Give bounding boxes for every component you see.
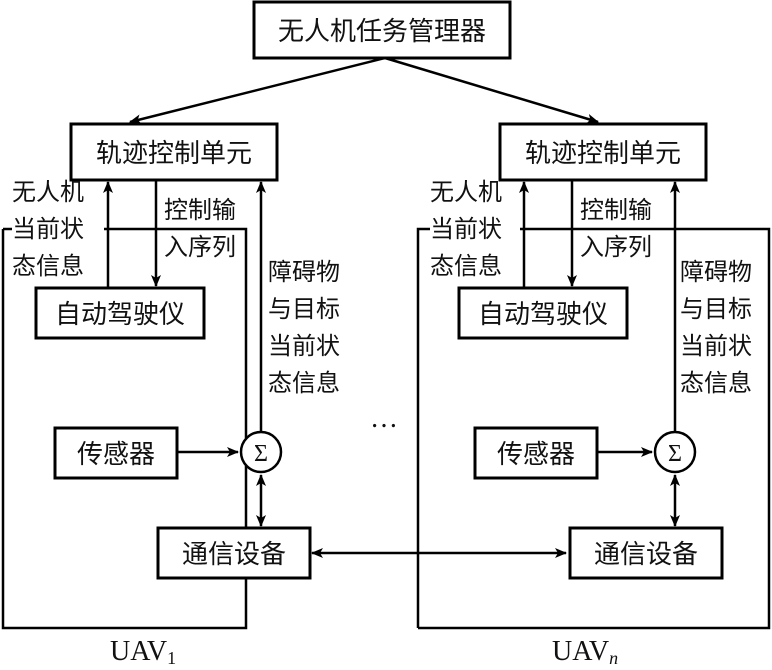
uav-n-sensor: [473, 426, 599, 480]
uav-1-control-label: 控制输 入序列: [164, 196, 236, 261]
uav-n-state-label-line3: 态信息: [430, 252, 502, 280]
uav-1-obstacle-label-line4: 态信息: [268, 369, 340, 397]
uav-1-state-label-line3: 态信息: [12, 252, 84, 280]
uav-n-trajectory-unit-label: 轨迹控制单元: [525, 139, 681, 169]
uav-n-frame: [418, 227, 771, 630]
uav-1-comm-label: 通信设备: [182, 540, 286, 570]
uav-n-trajectory-unit: [498, 122, 708, 182]
uav-n-autopilot: [457, 286, 629, 340]
uav-1-control-label-line2: 入序列: [164, 233, 236, 261]
uav-n-obstacle-label-line2: 与目标: [680, 295, 752, 323]
uav-n-obstacle-label-line1: 障碍物: [680, 258, 752, 286]
uav-n-autopilot-label: 自动驾驶仪: [478, 300, 608, 330]
mission-manager-label: 无人机任务管理器: [278, 17, 486, 47]
uav-1-autopilot-label: 自动驾驶仪: [55, 300, 185, 330]
uav-n-name: UAVn: [552, 636, 618, 668]
uav-n-obstacle-label-line4: 态信息: [680, 369, 752, 397]
uav-1-control-label-line1: 控制输: [164, 196, 236, 224]
uav-n-comm-label: 通信设备: [594, 540, 698, 570]
uav-1-sum-node: [239, 430, 283, 474]
uav-1-group: 轨迹控制单元 自动驾驶仪 无人机 当前状 态信息 控制输 入序列 障碍物 与目标…: [1, 122, 340, 668]
uav-n-sigma-icon: Σ: [668, 441, 682, 467]
uav-n-sum-node: [653, 430, 697, 474]
uav-n-comm-device: [568, 526, 724, 580]
uav-1-obstacle-label: 障碍物 与目标 当前状 态信息: [268, 258, 340, 397]
uav-n-frame-left: [416, 227, 430, 628]
uav-1-state-label-line1: 无人机: [12, 178, 84, 206]
manager-to-uav1-arrow: [129, 56, 386, 125]
uav-1-trajectory-unit: [69, 122, 279, 182]
uav-n-state-label: 无人机 当前状 态信息: [430, 178, 502, 280]
uav-n-sensor-label: 传感器: [497, 440, 575, 470]
uav-n-control-label-line1: 控制输: [580, 196, 652, 224]
manager-to-uavn-arrow: [384, 56, 599, 124]
uav-1-obstacle-label-line3: 当前状: [268, 332, 340, 360]
uav-n-control-label-line2: 入序列: [580, 233, 652, 261]
uav-1-sensor: [53, 426, 179, 480]
uav-n-obstacle-label: 障碍物 与目标 当前状 态信息: [680, 258, 752, 397]
uav-1-sigma-icon: Σ: [254, 441, 268, 467]
uav-1-state-label-line2: 当前状: [12, 215, 84, 243]
uav-1-comm-device: [156, 526, 312, 580]
uav-n-state-label-line1: 无人机: [430, 178, 502, 206]
uav-1-sensor-label: 传感器: [77, 440, 155, 470]
uav-n-group: 轨迹控制单元 自动驾驶仪 无人机 当前状 态信息 控制输 入序列 障碍物 与目标…: [416, 122, 771, 668]
ellipsis: …: [370, 403, 398, 434]
uav-n-state-label-line2: 当前状: [430, 215, 502, 243]
uav-1-obstacle-label-line2: 与目标: [268, 295, 340, 323]
uav-1-frame: [1, 227, 248, 630]
uav-1-state-label: 无人机 当前状 态信息: [12, 178, 84, 280]
uav-n-control-label: 控制输 入序列: [580, 196, 652, 261]
uav-1-trajectory-unit-label: 轨迹控制单元: [96, 139, 252, 169]
uav-1-name: UAV1: [110, 636, 176, 668]
uav-n-obstacle-label-line3: 当前状: [680, 332, 752, 360]
uav-1-autopilot: [34, 286, 206, 340]
uav-1-obstacle-label-line1: 障碍物: [268, 258, 340, 286]
mission-manager-node: 无人机任务管理器: [252, 0, 512, 60]
